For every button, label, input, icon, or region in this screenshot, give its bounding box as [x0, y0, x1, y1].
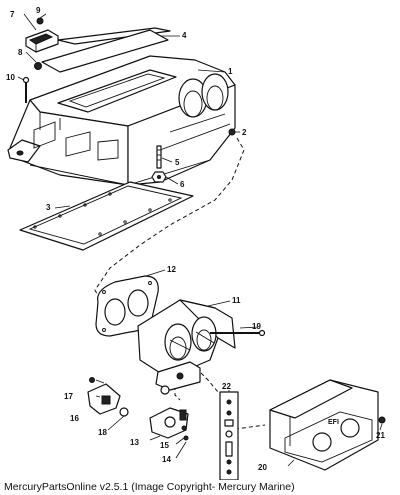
part-screw-21[interactable]	[378, 416, 386, 424]
callout-18: 18	[98, 428, 107, 437]
part-cover-plate[interactable]	[41, 27, 171, 73]
part-throttle-body[interactable]	[137, 299, 236, 395]
part-screw-17[interactable]	[89, 377, 95, 383]
part-sensor-7[interactable]	[25, 29, 59, 53]
callout-15: 15	[160, 441, 169, 450]
part-plug-2[interactable]	[228, 128, 236, 136]
part-stud-5[interactable]	[156, 145, 162, 169]
callout-12: 12	[167, 265, 176, 274]
callout-leader-lines	[17, 13, 383, 467]
part-screw-14[interactable]	[183, 435, 189, 441]
callout-11: 11	[232, 296, 241, 305]
part-screw-9[interactable]	[36, 17, 44, 25]
part-bolt-10[interactable]	[22, 76, 30, 104]
callout-6: 6	[180, 180, 185, 189]
part-grommet-8[interactable]	[34, 62, 42, 70]
callout-21: 21	[376, 431, 385, 440]
callout-17: 17	[64, 392, 73, 401]
part-screw-15[interactable]	[181, 425, 187, 431]
callout-2: 2	[242, 128, 247, 137]
part-screw-19[interactable]	[210, 329, 266, 337]
callout-3: 3	[46, 203, 51, 212]
callout-8: 8	[18, 48, 23, 57]
copyright-footer: MercuryPartsOnline v2.5.1 (Image Copyrig…	[4, 481, 295, 493]
callout-20: 20	[258, 463, 267, 472]
callout-14: 14	[162, 455, 171, 464]
callout-19: 19	[252, 322, 261, 331]
part-stack-22[interactable]	[219, 391, 239, 480]
callout-22: 22	[222, 382, 231, 391]
callout-10: 10	[6, 73, 15, 82]
part-flame-arrestor-cover[interactable]: EFI	[269, 379, 379, 471]
callout-4: 4	[182, 31, 187, 40]
part-iac-valve[interactable]	[87, 383, 121, 415]
part-throttle-housing[interactable]	[7, 55, 236, 186]
callout-13: 13	[130, 438, 139, 447]
exploded-parts-diagram: EFI 9 7 4 8 10 1 2 5	[6, 6, 386, 480]
part-flange-gasket[interactable]	[95, 275, 159, 337]
part-nut-6[interactable]	[151, 171, 167, 183]
callout-1: 1	[228, 67, 233, 76]
callout-numbers: 9 7 4 8 10 1 2 5 6 3 12 11 19 17 22 16 1…	[6, 6, 385, 472]
part-o-ring-18[interactable]	[119, 407, 129, 417]
part-tps-sensor[interactable]	[149, 407, 189, 439]
callout-7: 7	[10, 10, 15, 19]
part-base-gasket[interactable]	[19, 181, 194, 251]
callout-9: 9	[36, 6, 41, 15]
callout-16: 16	[70, 414, 79, 423]
cover-logo-text: EFI	[328, 419, 339, 426]
callout-5: 5	[175, 158, 180, 167]
